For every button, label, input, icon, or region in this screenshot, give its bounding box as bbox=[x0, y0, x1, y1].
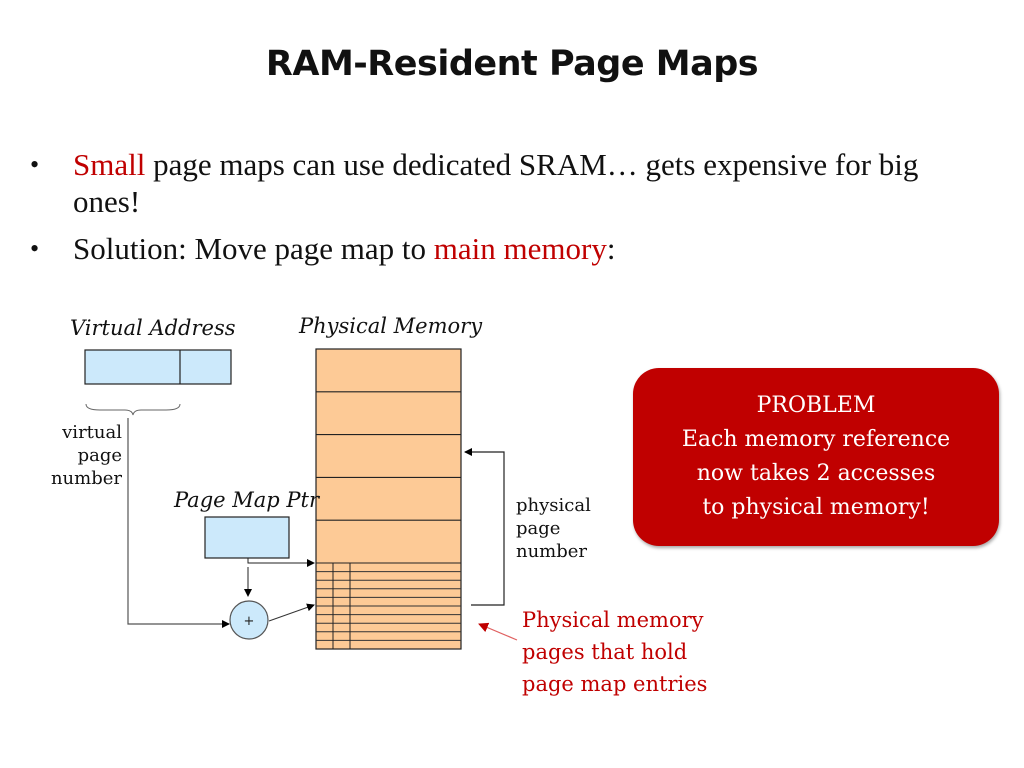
problem-line: to physical memory! bbox=[702, 495, 930, 520]
bullet-suffix: : bbox=[606, 231, 616, 266]
ptr-to-memory-arrow bbox=[247, 558, 315, 567]
virtual-address-register bbox=[84, 349, 232, 385]
virtual-page-number-label: virtual page number bbox=[30, 421, 122, 490]
adder-symbol: + bbox=[244, 614, 255, 629]
adder: + bbox=[229, 600, 269, 640]
problem-line: Each memory reference bbox=[681, 427, 951, 452]
vpn-label-line: page bbox=[77, 445, 122, 466]
note-line: Physical memory bbox=[522, 608, 704, 632]
bullet-icon: • bbox=[30, 234, 40, 263]
ppn-feedback-arrow bbox=[464, 448, 505, 606]
bullet-list: • Small page maps can use dedicated SRAM… bbox=[30, 146, 990, 277]
ppn-label-line: physical bbox=[516, 495, 591, 516]
adder-to-memory-arrow bbox=[268, 603, 315, 622]
bullet-icon: • bbox=[30, 150, 40, 179]
page-map-pages-note: Physical memory pages that hold page map… bbox=[522, 604, 707, 700]
note-line: pages that hold bbox=[522, 640, 688, 664]
ppn-label-line: number bbox=[516, 541, 588, 562]
problem-callout: PROBLEM Each memory reference now takes … bbox=[633, 368, 999, 546]
problem-line: now takes 2 accesses bbox=[696, 461, 936, 486]
vpn-label-line: virtual bbox=[62, 422, 122, 443]
vpn-to-adder-arrow bbox=[127, 418, 230, 628]
bullet-text: page maps can use dedicated SRAM… gets e… bbox=[73, 147, 919, 219]
physical-page-number-label: physical page number bbox=[516, 494, 591, 563]
physical-memory-label: Physical Memory bbox=[299, 314, 483, 338]
memory-outline bbox=[315, 348, 462, 650]
highlight-main-memory: main memory bbox=[433, 231, 607, 266]
highlight-small: Small bbox=[73, 147, 146, 182]
bullet-text: Solution: Move page map to bbox=[73, 231, 434, 266]
ppn-label-line: page bbox=[516, 518, 561, 539]
note-arrow bbox=[478, 622, 518, 641]
virtual-address-label: Virtual Address bbox=[70, 316, 236, 340]
slide-title: RAM-Resident Page Maps bbox=[265, 44, 759, 84]
bullet-item: • Small page maps can use dedicated SRAM… bbox=[30, 146, 990, 220]
page-map-ptr-register bbox=[204, 516, 290, 559]
page-map-ptr-label: Page Map Ptr bbox=[174, 488, 320, 512]
vpn-label-line: number bbox=[50, 468, 122, 489]
problem-heading: PROBLEM bbox=[756, 393, 876, 418]
vpn-brace bbox=[85, 403, 181, 416]
bullet-item: • Solution: Move page map to main memory… bbox=[30, 230, 990, 267]
physical-memory bbox=[315, 348, 462, 650]
note-line: page map entries bbox=[522, 672, 708, 696]
